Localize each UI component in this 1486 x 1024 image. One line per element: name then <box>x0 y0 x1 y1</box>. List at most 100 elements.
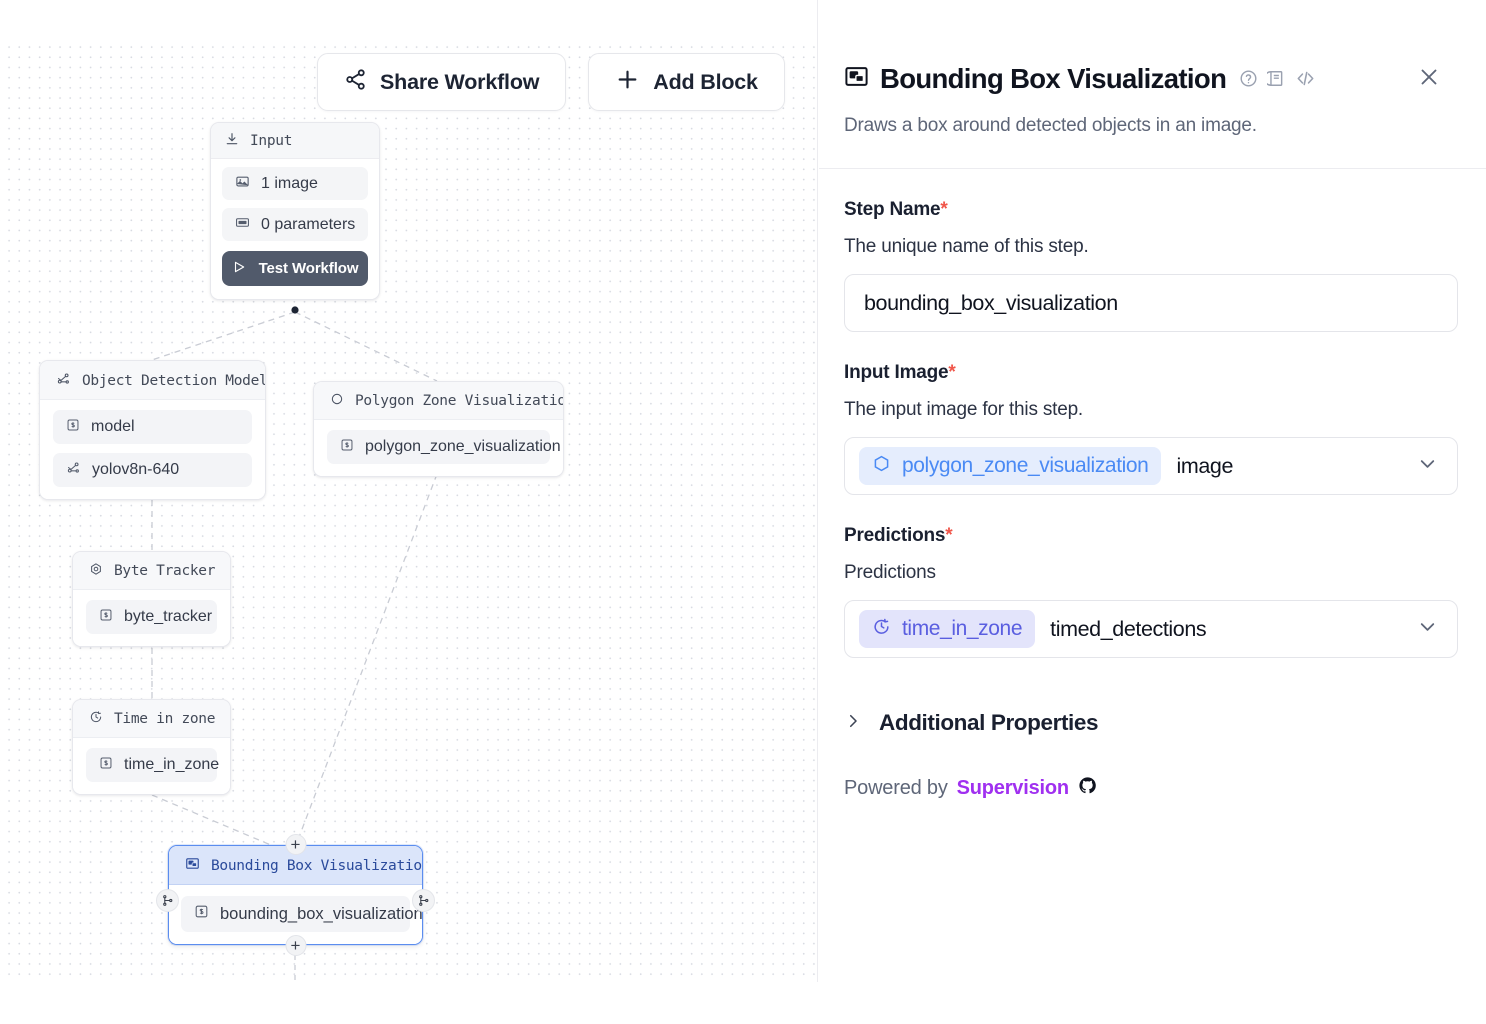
node-odm-header: Object Detection Model <box>40 361 265 400</box>
node-input-item-parameters-label: 0 parameters <box>261 215 356 233</box>
predictions-value: timed_detections <box>1050 616 1207 641</box>
node-bounding-box-visualization[interactable]: + <box>156 834 435 956</box>
edges-layer <box>151 306 438 982</box>
node-input-item-image[interactable]: 1 image <box>222 167 368 200</box>
field-predictions-description: Predictions <box>844 562 936 583</box>
field-input-image-label: Input Image* <box>844 362 1458 384</box>
node-pzv-item-step-label: polygon_zone_visualization <box>365 438 561 455</box>
node-tiz-title: Time in zone <box>114 711 216 727</box>
additional-properties-toggle[interactable]: Additional Properties <box>844 710 1458 736</box>
close-icon[interactable] <box>1417 65 1441 94</box>
node-byte-tracker[interactable]: Byte Tracker byte_tracker <box>72 551 231 647</box>
node-pzv-item-step[interactable]: polygon_zone_visualization <box>327 430 561 464</box>
node-odm-item-weights-label: yolov8n-640 <box>92 461 180 478</box>
field-predictions: Predictions* Predictions time_in_zone ti… <box>844 525 1458 658</box>
panel-header: Bounding Box Visualization <box>844 0 1458 137</box>
branch-handle-left[interactable] <box>156 889 179 912</box>
panel-divider <box>819 168 1486 169</box>
node-odm-item-model[interactable]: model <box>53 410 252 444</box>
block-properties-panel: Bounding Box Visualization <box>819 0 1486 1024</box>
branch-handle-right[interactable] <box>412 889 435 912</box>
chevron-right-icon <box>844 712 862 735</box>
docs-book-icon[interactable] <box>1263 69 1286 93</box>
node-bbv-item-step[interactable]: bounding_box_visualization <box>181 896 422 932</box>
step-icon <box>66 418 80 437</box>
model-graph-icon <box>56 371 71 390</box>
play-icon <box>232 260 246 278</box>
image-box-icon <box>185 856 200 875</box>
model-graph-icon <box>66 460 81 480</box>
node-bt-header: Byte Tracker <box>73 552 230 590</box>
image-box-icon <box>844 64 869 94</box>
step-icon <box>194 904 209 924</box>
panel-subtitle: Draws a box around detected objects in a… <box>844 115 1257 136</box>
node-tiz-item-step-label: time_in_zone <box>124 756 220 773</box>
test-workflow-label: Test Workflow <box>258 260 359 277</box>
node-bt-item-step-label: byte_tracker <box>124 608 213 625</box>
node-bt-item-step[interactable]: byte_tracker <box>86 600 217 634</box>
add-block-label: Add Block <box>653 69 758 94</box>
node-tiz-item-step[interactable]: time_in_zone <box>86 748 220 782</box>
node-bbv-title: Bounding Box Visualization <box>211 857 423 874</box>
code-brackets-icon[interactable] <box>1295 68 1316 94</box>
output-dot <box>291 306 299 314</box>
node-input-item-parameters[interactable]: 0 parameters <box>222 208 368 241</box>
parameter-icon <box>235 215 250 235</box>
predictions-ref-label: time_in_zone <box>902 617 1023 640</box>
powered-by: Powered by Supervision <box>844 776 1458 801</box>
additional-properties-label: Additional Properties <box>879 710 1099 735</box>
supervision-link[interactable]: Supervision <box>956 777 1069 799</box>
add-block-button[interactable]: Add Block <box>588 53 785 111</box>
step-icon <box>99 756 113 775</box>
help-circle-icon[interactable] <box>1239 69 1258 93</box>
input-image-ref-chip[interactable]: polygon_zone_visualization <box>859 447 1162 485</box>
required-marker: * <box>948 362 956 383</box>
node-input[interactable]: Input 1 image <box>210 122 380 300</box>
share-nodes-icon <box>344 68 367 97</box>
step-name-input-value: bounding_box_visualization <box>864 290 1118 315</box>
test-workflow-button[interactable]: Test Workflow <box>222 251 368 286</box>
predictions-ref-chip[interactable]: time_in_zone <box>859 610 1036 648</box>
node-object-detection-model[interactable]: Object Detection Model model <box>39 360 266 500</box>
stopwatch-icon <box>89 710 103 728</box>
chevron-down-icon[interactable] <box>1416 452 1439 480</box>
share-workflow-label: Share Workflow <box>380 69 540 94</box>
field-step-name-label-text: Step Name <box>844 199 941 220</box>
download-input-icon <box>225 132 239 150</box>
image-icon <box>235 174 250 194</box>
plus-icon <box>615 67 640 98</box>
node-input-header: Input <box>211 123 379 158</box>
field-predictions-label-text: Predictions <box>844 525 946 546</box>
node-input-item-image-label: 1 image <box>261 174 318 192</box>
field-input-image-label-text: Input Image <box>844 362 949 383</box>
add-downstream-handle[interactable]: + <box>285 935 306 956</box>
node-odm-item-model-label: model <box>91 418 135 435</box>
node-bbv-item-step-label: bounding_box_visualization <box>220 904 423 923</box>
step-icon <box>99 608 113 627</box>
step-name-input[interactable]: bounding_box_visualization <box>844 274 1458 332</box>
field-step-name-label: Step Name* <box>844 199 1458 221</box>
node-polygon-zone-visualization[interactable]: Polygon Zone Visualization polygon_zone_… <box>313 381 564 477</box>
field-step-name: Step Name* The unique name of this step.… <box>844 199 1458 332</box>
hexagon-icon <box>330 392 344 410</box>
share-workflow-button[interactable]: Share Workflow <box>317 53 567 111</box>
node-tiz-header: Time in zone <box>73 700 230 738</box>
node-time-in-zone[interactable]: Time in zone time_in_zone <box>72 699 231 795</box>
required-marker: * <box>940 199 948 220</box>
hexagon-icon <box>872 454 891 479</box>
github-icon[interactable] <box>1078 776 1097 801</box>
required-marker: * <box>945 525 953 546</box>
node-input-title: Input <box>250 133 293 149</box>
node-odm-title: Object Detection Model <box>82 372 266 389</box>
node-odm-item-weights[interactable]: yolov8n-640 <box>53 453 252 487</box>
workflow-canvas[interactable]: Share Workflow Add Block <box>0 0 818 982</box>
chevron-down-icon[interactable] <box>1416 615 1439 643</box>
input-image-select[interactable]: polygon_zone_visualization image <box>844 437 1458 495</box>
page-title: Bounding Box Visualization <box>880 63 1227 94</box>
stopwatch-icon <box>872 617 891 642</box>
predictions-select[interactable]: time_in_zone timed_detections <box>844 600 1458 658</box>
field-predictions-label: Predictions* <box>844 525 1458 547</box>
add-upstream-handle[interactable]: + <box>285 834 306 855</box>
input-image-ref-label: polygon_zone_visualization <box>902 454 1149 477</box>
node-pzv-header: Polygon Zone Visualization <box>314 382 563 420</box>
